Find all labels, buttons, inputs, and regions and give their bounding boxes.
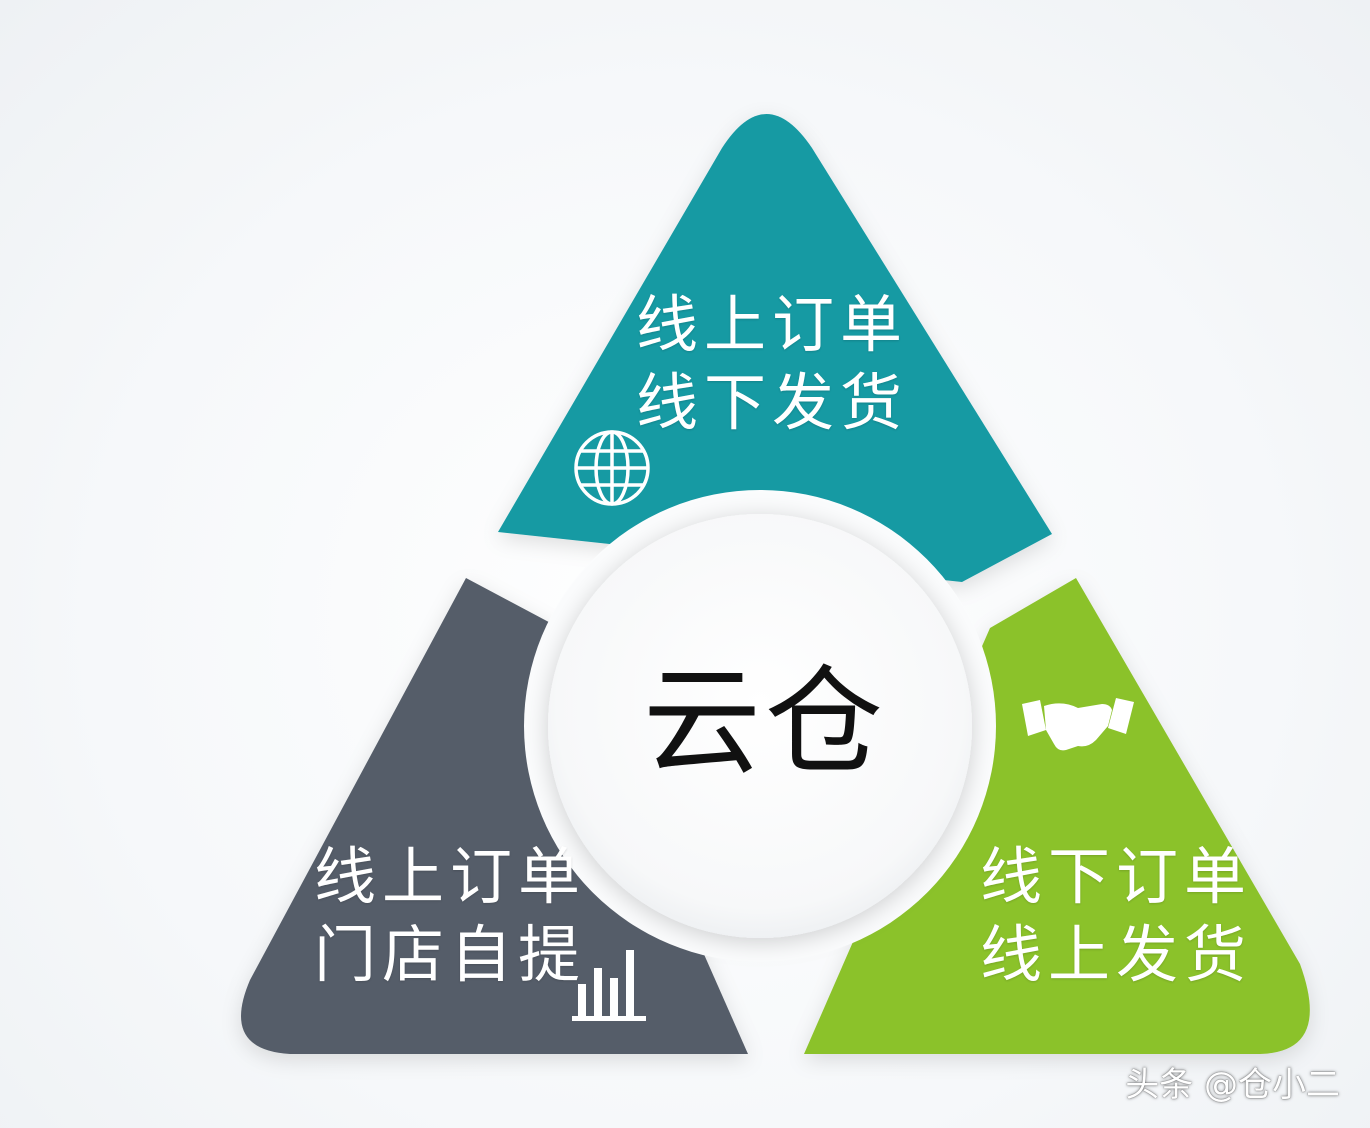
segment-right-label: 线下订单 线上发货 [980,838,1252,994]
segment-right [804,578,1310,1054]
segment-top-label: 线上订单 线下发货 [636,286,908,442]
segment-right-line1: 线下订单 [980,840,1253,913]
segment-left-line2: 门店自提 [314,918,587,991]
segment-left-line1: 线上订单 [314,840,587,913]
watermark: 头条 @仓小二 [1125,1065,1340,1105]
segment-left [241,578,748,1054]
segment-left-label: 线上订单 门店自提 [314,838,586,994]
handshake-icon [1022,698,1134,751]
segment-right-line2: 线上发货 [980,918,1253,991]
globe-icon [574,430,650,506]
segment-top-line2: 线下发货 [636,366,909,439]
center-circle [548,514,972,938]
segment-top-line1: 线上订单 [636,288,909,361]
segment-top [498,114,1052,582]
bar-chart-icon [572,950,646,1021]
center-label: 云仓 [642,653,887,791]
